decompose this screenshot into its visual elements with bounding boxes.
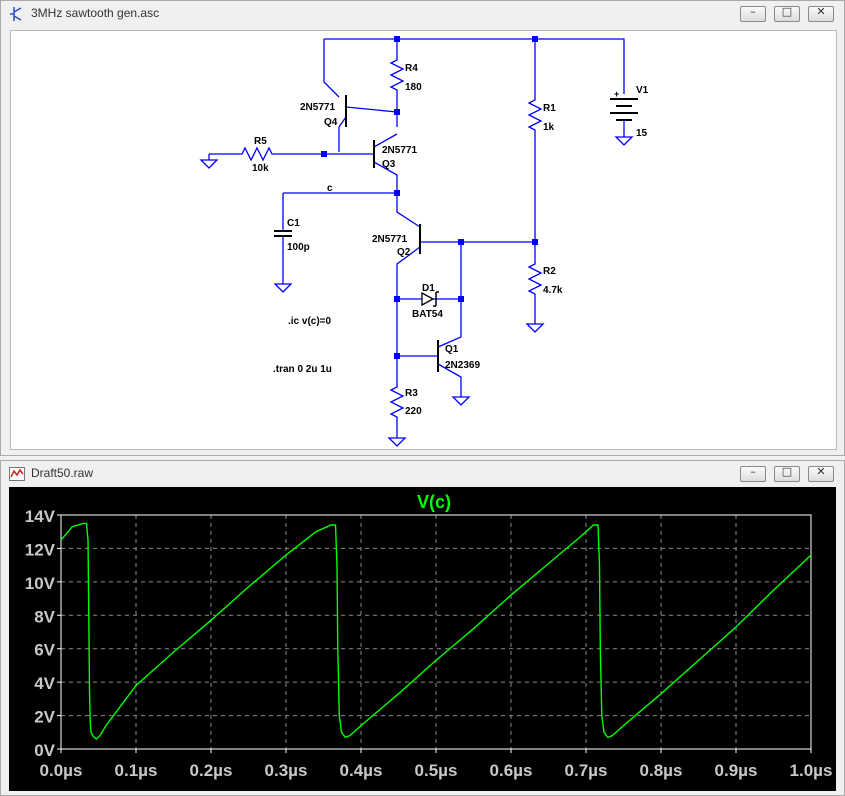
grid [61,515,811,749]
q4-name: Q4 [324,117,338,128]
wires [208,38,625,438]
r1-name: R1 [543,103,556,114]
x-tick-label: 0.5µs [415,761,458,780]
q2-name: Q2 [397,247,411,258]
q3-model: 2N5771 [382,145,417,156]
minimize-button[interactable]: – [740,465,766,482]
c1-name: C1 [287,218,300,229]
schematic-window: 3MHz sawtooth gen.asc – □ ✕ [0,0,845,456]
schematic-drawing: R4 180 R1 1k R5 10k R2 4.7k R3 220 C1 10… [199,36,649,447]
q1-name: Q1 [445,344,459,355]
close-button[interactable]: ✕ [808,465,834,482]
x-tick-label: 0.7µs [565,761,608,780]
waveform-chart[interactable]: V(c) 0V 2V 4V 6V 8V 10V 12V 14V 0.0µs 0.1µs 0.2µs… [9,487,836,791]
schematic-title: 3MHz sawtooth gen.asc [31,6,160,20]
waveform-icon [9,467,25,481]
v1-plus: + [614,89,619,99]
y-tick-label: 12V [25,540,56,559]
d1-model: BAT54 [412,309,443,320]
v1-value: 15 [636,128,648,139]
x-tick-label: 0.4µs [340,761,383,780]
net-label-c: c [327,183,333,194]
r4-value: 180 [405,82,422,93]
series-line-vc[interactable] [60,522,812,740]
x-tick-label: 0.2µs [190,761,233,780]
q3-name: Q3 [382,159,396,170]
restore-button[interactable]: □ [774,465,800,482]
r2-value: 4.7k [543,285,563,296]
y-axis: 0V 2V 4V 6V 8V 10V 12V 14V [25,507,61,760]
y-tick-label: 8V [34,607,55,626]
plot-title: Draft50.raw [31,466,94,480]
x-tick-label: 0.1µs [115,761,158,780]
x-tick-label: 0.3µs [265,761,308,780]
r3-name: R3 [405,388,418,399]
plot-pane[interactable]: V(c) 0V 2V 4V 6V 8V 10V 12V 14V 0.0µs 0.1µs 0.2µs… [9,487,836,791]
r2-name: R2 [543,266,556,277]
r1-value: 1k [543,122,555,133]
q2-model: 2N5771 [372,234,407,245]
y-tick-label: 14V [25,507,56,526]
r4-name: R4 [405,63,418,74]
directive-tran[interactable]: .tran 0 2u 1u [273,364,332,375]
schematic-canvas[interactable]: R4 180 R1 1k R5 10k R2 4.7k R3 220 C1 10… [10,30,837,450]
v1-name: V1 [636,85,649,96]
directive-ic[interactable]: .ic v(c)=0 [288,316,332,327]
x-tick-label: 0.6µs [490,761,533,780]
r5-name: R5 [254,136,267,147]
schematic-icon [10,7,22,21]
d1-name: D1 [422,283,435,294]
y-tick-label: 0V [34,741,55,760]
x-tick-label: 1.0µs [790,761,833,780]
trace-label[interactable]: V(c) [417,492,451,512]
y-tick-label: 10V [25,574,56,593]
close-button[interactable]: ✕ [808,5,834,22]
battery-v1 [610,98,638,137]
x-tick-label: 0.0µs [40,761,83,780]
schematic-titlebar[interactable]: 3MHz sawtooth gen.asc – □ ✕ [1,1,844,27]
r5-value: 10k [252,163,269,174]
y-tick-label: 6V [34,641,55,660]
x-axis: 0.0µs 0.1µs 0.2µs 0.3µs 0.4µs 0.5µs 0.6µs 0.7µs… [40,749,833,780]
junctions [321,36,538,359]
y-tick-label: 4V [34,674,55,693]
grounds [199,136,634,447]
x-tick-label: 0.8µs [640,761,683,780]
q4-model: 2N5771 [300,102,335,113]
plot-titlebar[interactable]: Draft50.raw – □ ✕ [1,461,844,487]
component-bodies [274,95,439,372]
y-tick-label: 2V [34,708,55,727]
minimize-button[interactable]: – [740,5,766,22]
restore-button[interactable]: □ [774,5,800,22]
c1-value: 100p [287,242,310,253]
diode-d1 [421,291,439,307]
traces [60,522,812,740]
r3-value: 220 [405,406,422,417]
x-tick-label: 0.9µs [715,761,758,780]
q1-model: 2N2369 [445,360,480,371]
